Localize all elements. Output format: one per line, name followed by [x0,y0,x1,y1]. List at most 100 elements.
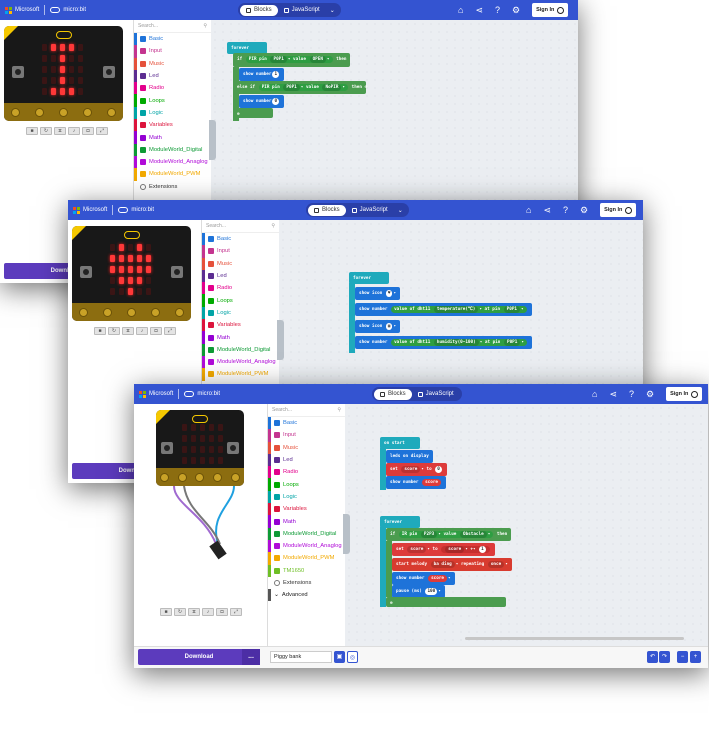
forever-block[interactable]: forever [349,272,389,284]
chevron-down-icon[interactable]: ⌄ [329,7,335,14]
toolbox-category-led[interactable]: Led [134,69,211,83]
on-start-block[interactable]: on start [380,437,420,449]
button-b[interactable] [227,442,239,454]
restart-icon[interactable]: ↻ [174,608,186,616]
save-icon[interactable]: ▣ [334,651,345,663]
toolbox-category-music[interactable]: Music [134,57,211,70]
toolbox-extensions[interactable]: Extensions [268,577,345,589]
sign-in-button[interactable]: Sign In [532,3,569,17]
toolbox-search[interactable]: Search...⚲ [134,20,211,33]
screenshot-icon[interactable]: ◘ [82,127,94,135]
show-number-block-2[interactable]: show number score▾ [392,572,455,585]
fullscreen-icon[interactable]: ⤢ [230,608,242,616]
pin-2[interactable] [58,107,68,117]
if-block[interactable]: if IR pin P2P3▾ value Obstacle▾ then [386,528,512,541]
fullscreen-icon[interactable]: ⤢ [96,127,108,135]
more-icon[interactable]: ... [242,649,260,665]
else-if-block[interactable]: else if PIR pin P0P1▾ value NoPIR▾ then … [233,81,368,94]
project-name-input[interactable]: Piggy bank [270,651,332,663]
stop-icon[interactable]: ■ [94,327,106,335]
pin-1[interactable] [103,307,113,317]
pin-3v[interactable] [82,107,92,117]
toolbox-category-logic[interactable]: Logic [268,490,345,504]
download-button[interactable]: Download... [138,649,260,665]
microbit-board[interactable] [72,226,191,321]
tab-javascript[interactable]: JavaScript [278,5,326,16]
toolbox-category-basic[interactable]: Basic [202,233,279,246]
logo-touch-icon[interactable] [55,31,72,39]
toolbox-category-variables[interactable]: Variables [134,119,211,132]
github-icon[interactable]: ◎ [347,651,358,663]
toolbox-extensions[interactable]: Extensions [134,181,211,193]
toolbox-category-loops[interactable]: Loops [202,294,279,307]
home-icon[interactable]: ⌂ [526,205,532,215]
sign-in-button[interactable]: Sign In [666,387,703,401]
pin-3v[interactable] [213,472,223,482]
mute-icon[interactable]: ♪ [136,327,148,335]
zoom-out-icon[interactable]: − [677,651,688,663]
toolbox-category-moduleworld-pwm[interactable]: ModuleWorld_PWM [268,552,345,565]
logo-touch-icon[interactable] [123,231,140,239]
tab-blocks[interactable]: Blocks [240,4,278,16]
toolbox-category-moduleworld-pwm[interactable]: ModuleWorld_PWM [134,168,211,181]
button-a[interactable] [12,66,24,78]
toolbox-advanced[interactable]: ⌄Advanced [268,589,345,602]
toolbox-category-led[interactable]: Led [202,269,279,283]
show-number-block-2[interactable]: show number value of dht11 humidity(0~10… [355,336,532,349]
toolbox-category-moduleworld-digital[interactable]: ModuleWorld_Digital [202,343,279,356]
pin-2[interactable] [195,472,205,482]
show-number-block[interactable]: show number value of dht11 temperature(℃… [355,303,532,316]
if-block[interactable]: if PIR pin P0P1▾ value OPEN▾ then [233,53,351,67]
show-icon-block-2[interactable]: show icon ▦▾ [355,320,401,333]
horizontal-scrollbar[interactable] [465,637,684,640]
mute-icon[interactable]: ♪ [202,608,214,616]
toolbox-category-moduleworld-pwm[interactable]: ModuleWorld_PWM [202,368,279,381]
show-number-block[interactable]: show number score [386,476,446,489]
toolbox-category-loops[interactable]: Loops [268,478,345,491]
toolbox-category-loops[interactable]: Loops [134,94,211,107]
chevron-down-icon[interactable]: ⌄ [397,207,403,214]
gear-icon[interactable]: ⚙ [646,388,655,399]
help-icon[interactable]: ? [494,5,500,15]
sign-in-button[interactable]: Sign In [600,203,637,217]
slow-mo-icon[interactable]: ⧖ [54,127,66,135]
forever-block[interactable]: forever [227,42,267,54]
toolbox-category-moduleworld-anaglog[interactable]: ModuleWorld_Anaglog [268,539,345,553]
toolbox-category-basic[interactable]: Basic [134,33,211,46]
toolbox-category-led[interactable]: Led [268,453,345,467]
simulator-collapse-handle[interactable] [209,120,216,160]
pin-0[interactable] [79,307,89,317]
help-icon[interactable]: ? [628,389,634,399]
tab-javascript[interactable]: JavaScript [412,389,460,400]
workspace[interactable]: on start leds on display set score▾ to 0… [343,404,708,668]
toolbox-category-math[interactable]: Math [268,515,345,528]
set-score-block-2[interactable]: set score▾ to score▾ +▾ 1 [392,543,495,556]
tab-blocks[interactable]: Blocks [308,204,346,216]
screenshot-icon[interactable]: ◘ [150,327,162,335]
toolbox-category-variables[interactable]: Variables [202,319,279,332]
pin-0[interactable] [11,107,21,117]
toolbox-category-music[interactable]: Music [268,441,345,454]
toolbox-category-radio[interactable]: Radio [268,466,345,479]
home-icon[interactable]: ⌂ [458,5,464,15]
mute-icon[interactable]: ♪ [68,127,80,135]
simulator-collapse-handle[interactable] [277,320,284,360]
undo-icon[interactable]: ↶ [647,651,658,663]
gear-icon[interactable]: ⚙ [580,204,589,215]
slow-mo-icon[interactable]: ⧖ [122,327,134,335]
forever-block[interactable]: forever [380,516,420,528]
pin-0[interactable] [160,472,170,482]
home-icon[interactable]: ⌂ [592,389,598,399]
zoom-in-icon[interactable]: + [690,651,701,663]
minus-icon[interactable]: ⊖ [364,85,368,90]
toolbox-category-math[interactable]: Math [134,131,211,144]
fullscreen-icon[interactable]: ⤢ [164,327,176,335]
toolbox-category-music[interactable]: Music [202,257,279,270]
restart-icon[interactable]: ↻ [40,127,52,135]
simulator-collapse-handle[interactable] [343,514,350,554]
toolbox-category-moduleworld-digital[interactable]: ModuleWorld_Digital [268,527,345,540]
toolbox-category-input[interactable]: Input [134,45,211,58]
toolbox-category-basic[interactable]: Basic [268,417,345,430]
